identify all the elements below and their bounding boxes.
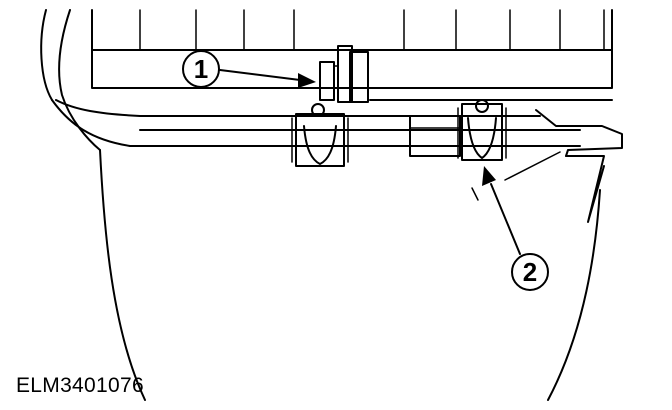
callout-1-circle	[182, 50, 220, 88]
callout-2-arrowhead	[482, 166, 496, 186]
hose-segment	[409, 115, 461, 157]
callout-2-leader	[490, 183, 521, 255]
callout-1: 1	[182, 50, 316, 88]
callout-2: 2	[482, 166, 549, 291]
callout-1-number: 1	[194, 54, 208, 84]
callout-2-circle	[511, 253, 549, 291]
right-bracket	[471, 109, 623, 223]
figure-code-label: ELM3401076	[16, 374, 144, 397]
callout-1-arrowhead	[298, 73, 316, 88]
hose-clamp-left	[291, 103, 349, 167]
housing-outline	[40, 9, 601, 401]
hose-clamp-right	[457, 99, 507, 161]
tube-connector	[319, 45, 369, 103]
callout-1-leader	[219, 69, 301, 81]
callout-2-number: 2	[523, 257, 537, 287]
